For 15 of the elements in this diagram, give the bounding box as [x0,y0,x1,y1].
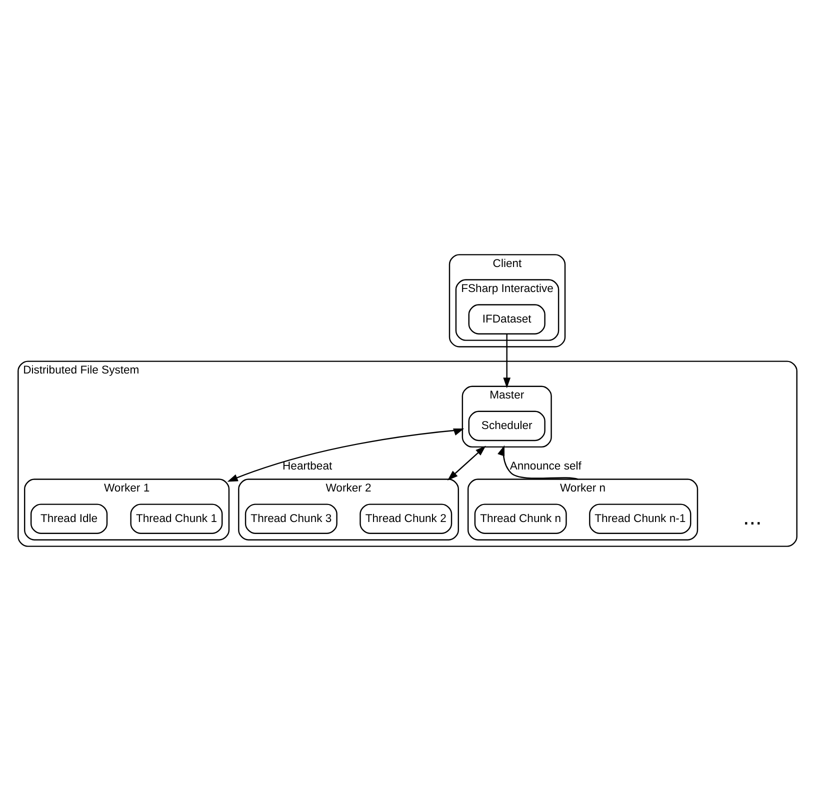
arrow [227,428,464,482]
arrow [498,445,578,480]
arrow [447,446,486,480]
node-box: Scheduler [468,410,546,442]
node-box: IFDataset [468,304,546,334]
node-box: Thread Idle [30,504,108,534]
node-box: Thread Chunk n [474,504,567,534]
arrow [503,334,511,388]
node-box: Thread Chunk 3 [244,504,338,534]
edge-label: Heartbeat [282,460,332,473]
node-box: Thread Chunk 1 [130,504,223,534]
edge-label: Announce self [510,460,582,473]
node-box: Thread Chunk 2 [360,504,452,534]
label: ... [743,504,762,530]
node-box: Thread Chunk n-1 [589,504,692,534]
